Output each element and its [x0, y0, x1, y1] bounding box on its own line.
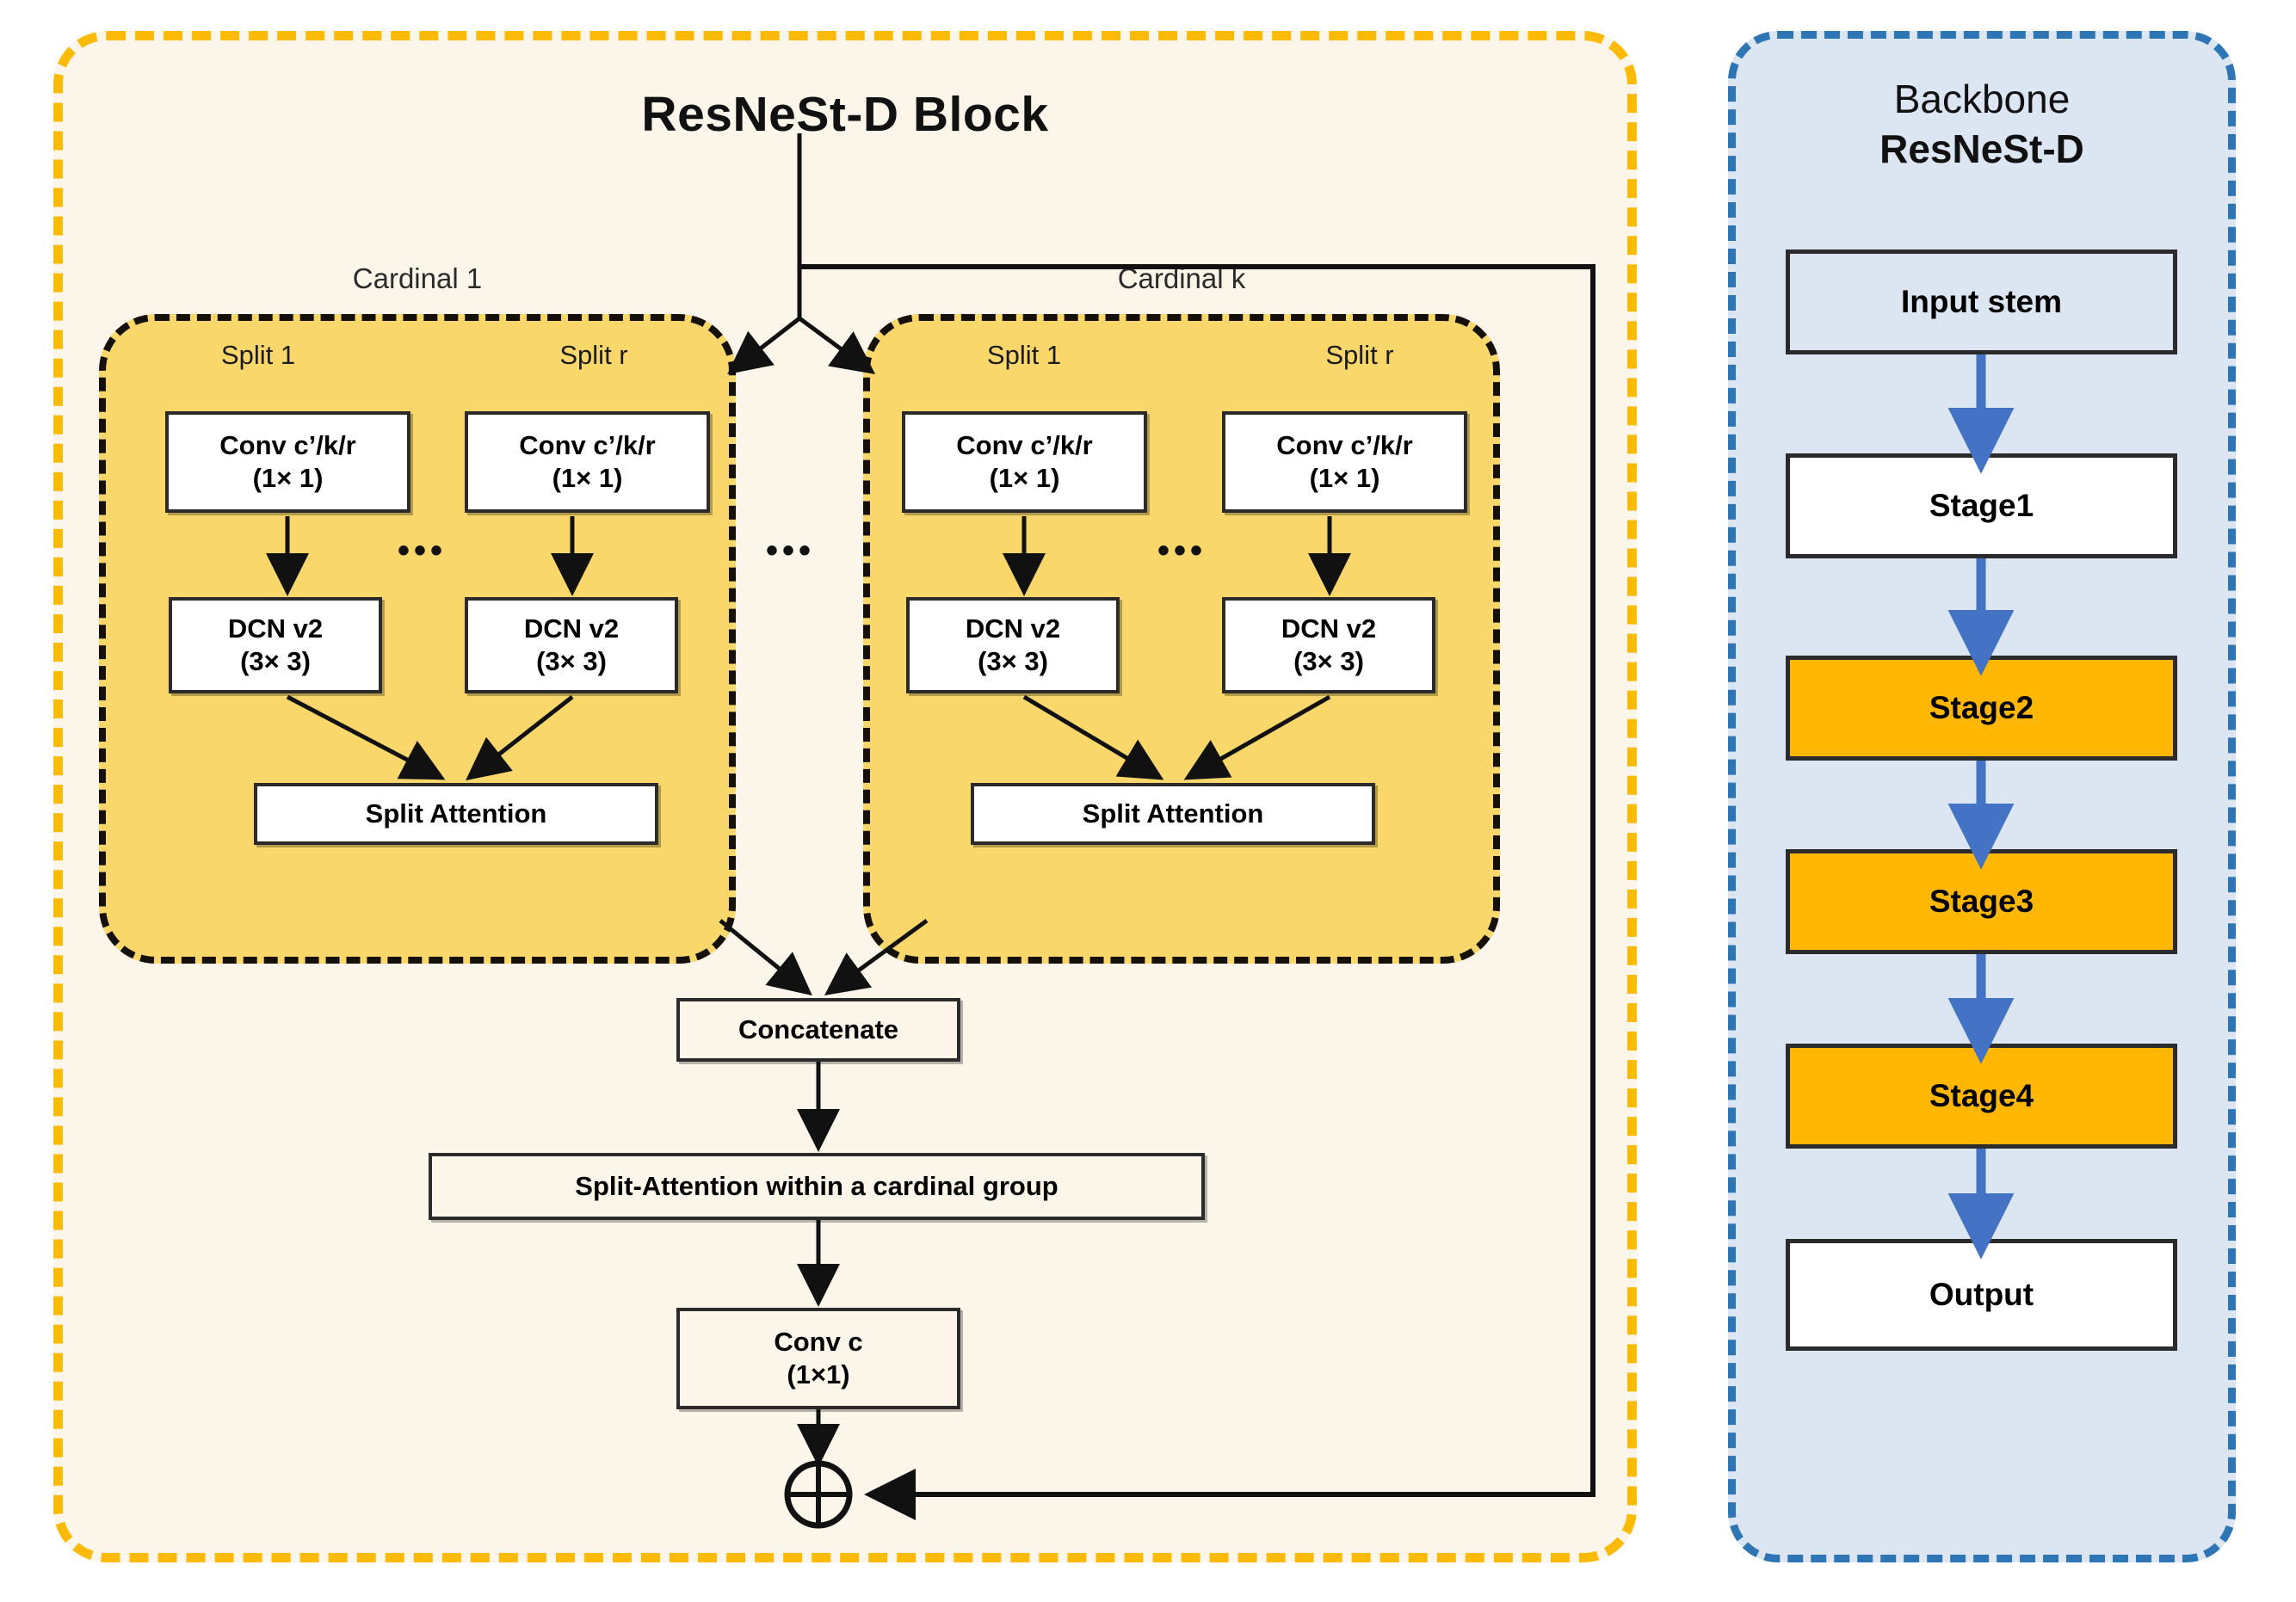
split-attention-cardinal-group-box[interactable]: Split-Attention within a cardinal group: [429, 1153, 1205, 1220]
cardinal-1-split-attention-box[interactable]: Split Attention: [254, 783, 658, 845]
cardinal-k-split-r-conv-box[interactable]: Conv c’/k/r (1× 1): [1222, 411, 1467, 513]
concatenate-label: Concatenate: [738, 1014, 899, 1044]
conv-line-1: Conv c’/k/r: [1276, 429, 1413, 460]
between-cardinals-ellipsis: •••: [766, 532, 816, 570]
split-attention-group-label: Split-Attention within a cardinal group: [575, 1170, 1059, 1201]
dcn-line-2: (3× 3): [240, 646, 311, 676]
backbone-box-label: Stage2: [1929, 690, 2034, 725]
dcn-line-1: DCN v2: [1281, 613, 1377, 644]
conv-line-1: Conv c’/k/r: [519, 429, 656, 460]
dcn-line-1: DCN v2: [523, 613, 620, 644]
backbone-box-input-stem[interactable]: Input stem: [1786, 250, 2177, 354]
conv-line-2: (1× 1): [552, 463, 623, 493]
backbone-box-label: Stage1: [1929, 488, 2034, 523]
cardinal-1-split-1-conv-box[interactable]: Conv c’/k/r (1× 1): [165, 411, 410, 513]
dcn-line-2: (3× 3): [1293, 646, 1364, 676]
dcn-line-1: DCN v2: [227, 613, 324, 644]
conv-line-2: (1× 1): [989, 463, 1060, 493]
cardinal-k-split-1-conv-box[interactable]: Conv c’/k/r (1× 1): [902, 411, 1147, 513]
cardinal-1-split-1-label: Split 1: [220, 340, 296, 370]
cardinal-k-split-attention-box[interactable]: Split Attention: [971, 783, 1375, 845]
cardinal-k-inner-ellipsis: •••: [1157, 532, 1207, 570]
conv-line-2: (1× 1): [252, 463, 324, 493]
dcn-line-2: (3× 3): [536, 646, 607, 676]
backbone-title-line-1: Backbone: [1893, 77, 2071, 121]
dcn-line-2: (3× 3): [978, 646, 1048, 676]
page-title: ResNeSt-D Block: [641, 87, 1049, 142]
conv-line-1: Conv c’/k/r: [956, 429, 1093, 460]
backbone-box-label: Input stem: [1900, 284, 2063, 319]
backbone-box-label: Output: [1929, 1277, 2034, 1312]
cardinal-1-split-1-dcn-box[interactable]: DCN v2 (3× 3): [169, 597, 382, 693]
backbone-box-label: Stage3: [1929, 884, 2034, 919]
backbone-box-stage1[interactable]: Stage1: [1786, 453, 2177, 558]
backbone-box-stage2[interactable]: Stage2: [1786, 656, 2177, 761]
conv-output-box[interactable]: Conv c (1×1): [676, 1308, 960, 1409]
backbone-box-output[interactable]: Output: [1786, 1239, 2177, 1351]
dcn-line-1: DCN v2: [965, 613, 1061, 644]
conv-out-line-2: (1×1): [787, 1359, 850, 1389]
backbone-box-stage4[interactable]: Stage4: [1786, 1044, 2177, 1149]
conv-line-2: (1× 1): [1309, 463, 1380, 493]
backbone-box-stage3[interactable]: Stage3: [1786, 849, 2177, 954]
cardinal-k-split-1-dcn-box[interactable]: DCN v2 (3× 3): [906, 597, 1120, 693]
conv-out-line-1: Conv c: [774, 1326, 863, 1357]
cardinal-k-split-1-label: Split 1: [986, 340, 1062, 370]
cardinal-1-split-r-dcn-box[interactable]: DCN v2 (3× 3): [465, 597, 678, 693]
cardinal-k-label: Cardinal k: [1117, 262, 1246, 294]
backbone-title-line-2: ResNeSt-D: [1879, 126, 2084, 171]
cardinal-1-split-r-label: Split r: [559, 340, 628, 370]
split-attention-label: Split Attention: [365, 798, 547, 829]
cardinal-1-label: Cardinal 1: [352, 262, 483, 294]
cardinal-1-inner-ellipsis: •••: [398, 532, 447, 570]
concatenate-box[interactable]: Concatenate: [676, 998, 960, 1062]
cardinal-k-split-r-dcn-box[interactable]: DCN v2 (3× 3): [1222, 597, 1435, 693]
split-attention-label: Split Attention: [1082, 798, 1264, 829]
backbone-box-label: Stage4: [1929, 1078, 2034, 1113]
cardinal-k-split-r-label: Split r: [1325, 340, 1394, 370]
cardinal-1-split-r-conv-box[interactable]: Conv c’/k/r (1× 1): [465, 411, 710, 513]
conv-line-1: Conv c’/k/r: [219, 429, 356, 460]
